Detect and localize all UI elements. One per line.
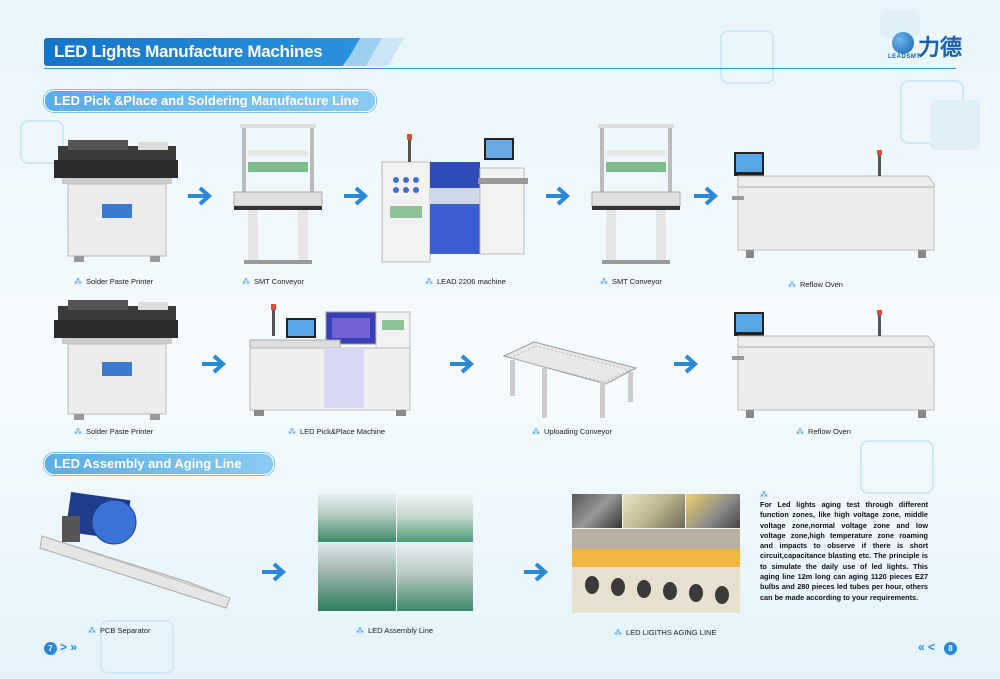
section-title-pill: LED Assembly and Aging Line bbox=[44, 453, 274, 475]
section-title-pill: LED Pick &Place and Soldering Manufactur… bbox=[44, 90, 376, 112]
header-rule bbox=[44, 68, 956, 69]
caption: ⁂ Reflow Oven bbox=[788, 280, 843, 289]
assembly-line-photo bbox=[318, 543, 396, 611]
aging-line-photo bbox=[623, 494, 685, 528]
caption-text: SMT Conveyor bbox=[612, 277, 662, 286]
caption: ⁂ SMT Conveyor bbox=[242, 277, 304, 286]
arrow-right-icon bbox=[546, 186, 571, 206]
page-number-right: 8 bbox=[944, 642, 957, 655]
caption-text: Reflow Oven bbox=[808, 427, 851, 436]
caption: ⁂ LEAD 2206 machine bbox=[425, 277, 506, 286]
decorative-square bbox=[100, 620, 174, 674]
caption: ⁂ Reflow Oven bbox=[796, 427, 851, 436]
caption-text: LED Pick&Place Machine bbox=[300, 427, 386, 436]
decorative-square bbox=[930, 100, 980, 150]
caption-text: LED LIGITHS AGING LINE bbox=[626, 628, 717, 637]
bullet-dot-icon: ⁂ bbox=[614, 628, 622, 637]
caption-text: LED Assembly Line bbox=[368, 626, 434, 635]
bullet-dot-icon: ⁂ bbox=[760, 490, 768, 499]
pcb-separator-image bbox=[39, 492, 231, 609]
aging-line-description: For Led lights aging test through differ… bbox=[760, 500, 928, 602]
caption: ⁂ SMT Conveyor bbox=[600, 277, 662, 286]
arrow-right-icon bbox=[450, 354, 475, 374]
bullet-dot-icon: ⁂ bbox=[532, 427, 540, 436]
aging-line-photo bbox=[572, 494, 622, 528]
caption: ⁂ LED Assembly Line bbox=[356, 626, 433, 635]
logo-globe-icon bbox=[892, 32, 914, 54]
caption: ⁂ Solder Paste Printer bbox=[74, 277, 153, 286]
bullet-dot-icon: ⁂ bbox=[288, 427, 296, 436]
caption: ⁂ Uploading Conveyor bbox=[532, 427, 612, 436]
decorative-square bbox=[860, 440, 934, 494]
led-pick-place-machine-image bbox=[249, 304, 411, 416]
bullet-dot-icon: ⁂ bbox=[356, 626, 364, 635]
solder-paste-printer-image bbox=[54, 300, 178, 420]
bullet-dot-icon: ⁂ bbox=[600, 277, 608, 286]
caption-text: SMT Conveyor bbox=[254, 277, 304, 286]
nav-back-icon[interactable]: « < bbox=[918, 640, 936, 654]
page-number-left: 7 bbox=[44, 642, 57, 655]
section-title: LED Assembly and Aging Line bbox=[54, 456, 242, 471]
logo-english: LEADSMT bbox=[888, 54, 921, 60]
caption: ⁂ PCB Separator bbox=[88, 626, 150, 635]
arrow-right-icon bbox=[202, 354, 227, 374]
bullet-dot-icon: ⁂ bbox=[796, 427, 804, 436]
aging-line-photo bbox=[572, 529, 740, 613]
arrow-right-icon bbox=[262, 562, 287, 582]
arrow-right-icon bbox=[188, 186, 213, 206]
decorative-square bbox=[720, 30, 774, 84]
caption-text: Solder Paste Printer bbox=[86, 427, 154, 436]
reflow-oven-image bbox=[732, 310, 935, 418]
smt-conveyor-image bbox=[233, 124, 323, 264]
caption-text: Uploading Conveyor bbox=[544, 427, 612, 436]
decorative-square bbox=[20, 120, 64, 164]
assembly-line-photo bbox=[397, 543, 473, 611]
reflow-oven-image bbox=[732, 150, 935, 258]
bullet-dot-icon: ⁂ bbox=[788, 280, 796, 289]
assembly-line-photo bbox=[318, 494, 396, 542]
arrow-right-icon bbox=[344, 186, 369, 206]
uploading-conveyor-image bbox=[502, 341, 638, 418]
company-logo: 力德 LEADSMT bbox=[886, 30, 966, 64]
logo-chinese: 力德 bbox=[918, 35, 963, 61]
section-title: LED Pick &Place and Soldering Manufactur… bbox=[54, 93, 359, 108]
bullet-dot-icon: ⁂ bbox=[88, 626, 96, 635]
caption-text: PCB Separator bbox=[100, 626, 151, 635]
nav-forward-icon[interactable]: > » bbox=[60, 640, 78, 654]
arrow-right-icon bbox=[694, 186, 719, 206]
caption-text: Reflow Oven bbox=[800, 280, 843, 289]
bullet-dot-icon: ⁂ bbox=[74, 277, 82, 286]
smt-conveyor-image bbox=[591, 124, 681, 264]
caption: ⁂ Solder Paste Printer bbox=[74, 427, 153, 436]
caption: ⁂ LED Pick&Place Machine bbox=[288, 427, 385, 436]
assembly-line-photo bbox=[397, 494, 473, 542]
caption: ⁂ LED LIGITHS AGING LINE bbox=[614, 628, 716, 637]
bullet-dot-icon: ⁂ bbox=[425, 277, 433, 286]
arrow-right-icon bbox=[674, 354, 699, 374]
page-title: LED Lights Manufacture Machines bbox=[54, 42, 323, 61]
caption-text: LEAD 2206 machine bbox=[437, 277, 506, 286]
bullet-dot-icon: ⁂ bbox=[74, 427, 82, 436]
title-banner: LED Lights Manufacture Machines bbox=[44, 38, 362, 66]
caption-text: Solder Paste Printer bbox=[86, 277, 154, 286]
lead-2206-machine-image bbox=[381, 134, 528, 263]
solder-paste-printer-image bbox=[54, 140, 178, 262]
aging-line-photo bbox=[686, 494, 740, 528]
arrow-right-icon bbox=[524, 562, 549, 582]
bullet-dot-icon: ⁂ bbox=[242, 277, 250, 286]
